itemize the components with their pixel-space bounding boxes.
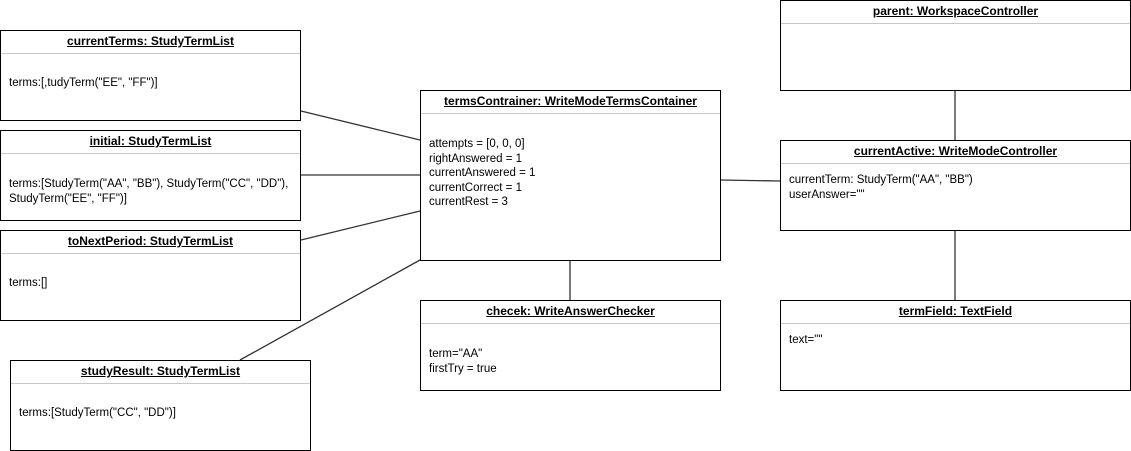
object-attributes: terms:[StudyTerm("AA", "BB"), StudyTerm(… bbox=[9, 178, 289, 205]
object-title: toNextPeriod: StudyTermList bbox=[1, 231, 300, 254]
object-title: termsContrainer: WriteModeTermsContainer bbox=[421, 91, 720, 114]
object-title: termField: TextField bbox=[781, 301, 1130, 324]
object-title: initial: StudyTermList bbox=[1, 131, 300, 154]
object-checek[interactable]: checek: WriteAnswerChecker term="AA" fir… bbox=[420, 300, 721, 391]
object-attributes: terms:[] bbox=[9, 277, 48, 289]
object-currentActive[interactable]: currentActive: WriteModeController curre… bbox=[780, 140, 1131, 231]
object-toNextPeriod[interactable]: toNextPeriod: StudyTermList terms:[] bbox=[0, 230, 301, 321]
object-attributes: terms:[,tudyTerm("EE", "FF")] bbox=[9, 77, 158, 89]
object-title: currentActive: WriteModeController bbox=[781, 141, 1130, 164]
object-title: parent: WorkspaceController bbox=[781, 1, 1130, 24]
object-termsContrainer[interactable]: termsContrainer: WriteModeTermsContainer… bbox=[420, 90, 721, 261]
object-title: checek: WriteAnswerChecker bbox=[421, 301, 720, 324]
object-attributes: currentTerm: StudyTerm("AA", "BB") userA… bbox=[789, 174, 973, 201]
link-currentTerms-termsContrainer bbox=[300, 110, 421, 141]
object-attributes: attempts = [0, 0, 0] rightAnswered = 1 c… bbox=[429, 138, 536, 208]
object-studyResult[interactable]: studyResult: StudyTermList terms:[StudyT… bbox=[10, 360, 311, 451]
object-parent[interactable]: parent: WorkspaceController bbox=[780, 0, 1131, 91]
object-termField[interactable]: termField: TextField text="" bbox=[780, 300, 1131, 391]
link-termsContrainer-currentActive bbox=[719, 179, 781, 182]
object-title: currentTerms: StudyTermList bbox=[1, 31, 300, 54]
object-initial[interactable]: initial: StudyTermList terms:[StudyTerm(… bbox=[0, 130, 301, 221]
object-attributes: text="" bbox=[789, 334, 823, 346]
link-studyResult-termsContrainer bbox=[239, 259, 421, 361]
object-attributes: terms:[StudyTerm("CC", "DD")] bbox=[19, 407, 176, 419]
object-attributes: term="AA" firstTry = true bbox=[429, 348, 497, 375]
object-currentTerms[interactable]: currentTerms: StudyTermList terms:[,tudy… bbox=[0, 30, 301, 121]
object-title: studyResult: StudyTermList bbox=[11, 361, 310, 384]
link-toNextPeriod-termsContrainer bbox=[300, 210, 421, 241]
